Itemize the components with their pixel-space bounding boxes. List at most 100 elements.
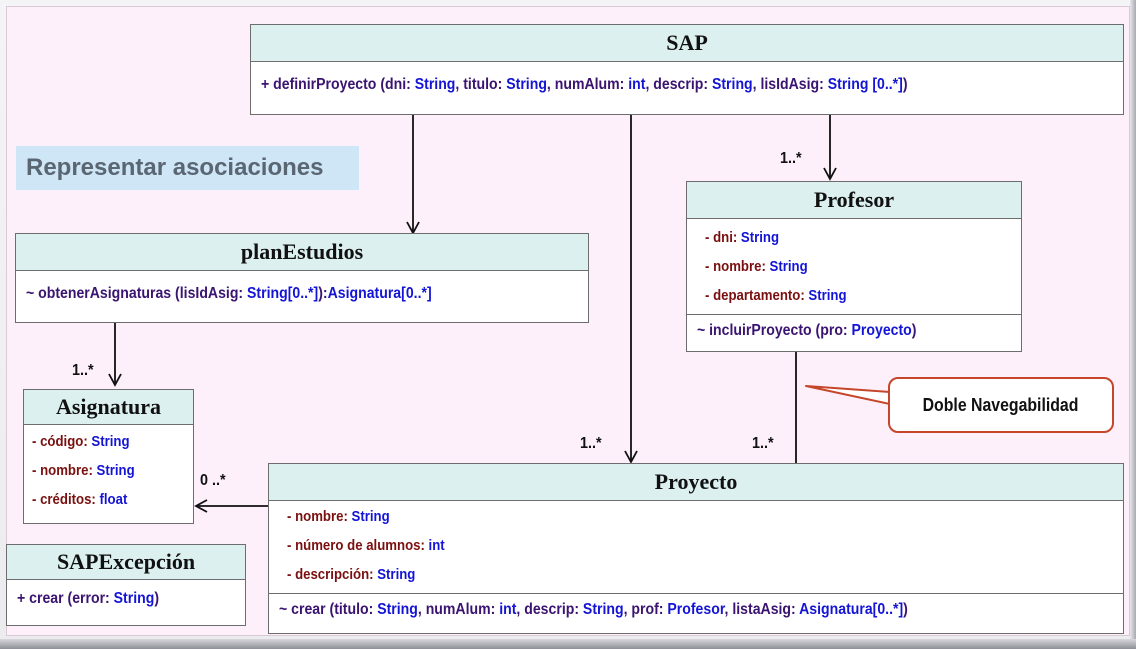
class-proyecto-attributes: - nombre: String- número de alumnos: int… (269, 501, 1123, 594)
class-asignatura-name: Asignatura (24, 390, 193, 425)
class-proyecto-name: Proyecto (269, 464, 1123, 501)
parameter-name: descrip: (653, 76, 712, 93)
operation-paren: ( (63, 590, 73, 607)
parameter-name: error: (72, 590, 114, 607)
class-asignatura[interactable]: Asignatura - código: String- nombre: Str… (23, 389, 194, 524)
operation-paren: ( (171, 285, 180, 302)
multiplicity-profesor-proyecto: 1..* (752, 435, 774, 452)
class-sapexcepcion-name: SAPExcepción (7, 545, 245, 580)
attribute-type: float (99, 491, 128, 508)
class-planestudios[interactable]: planEstudios ~ obtenerAsignaturas (lisId… (15, 233, 589, 323)
operation-name: + crear (17, 590, 64, 607)
operation-paren: ( (325, 601, 335, 618)
parameter-type: String (377, 601, 418, 618)
parameter-type: String (582, 601, 624, 618)
attribute-type: String (769, 258, 808, 275)
operation-definirproyecto: + definirProyecto (dni: String, titulo: … (261, 70, 1011, 99)
parameter-name: lisIdAsig: (760, 76, 828, 93)
proyecto-attribute: - nombre: String (287, 502, 1014, 531)
operation-paren: ) (911, 322, 917, 339)
parameter-type: String (113, 590, 155, 607)
parameter-name: descrip: (524, 601, 583, 618)
attribute-type: String (351, 508, 390, 525)
attribute-type: String (808, 287, 847, 304)
attribute-name: - nombre: (705, 258, 770, 275)
parameter-name: dni: (385, 76, 415, 93)
profesor-attribute: - dni: String (705, 223, 974, 252)
class-profesor[interactable]: Profesor - dni: String- nombre: String- … (686, 181, 1022, 352)
parameter-type: Proyecto (851, 322, 912, 339)
parameter-separator: , (455, 76, 464, 93)
parameter-name: listaAsig: (732, 601, 800, 618)
attribute-name: - departamento: (705, 287, 809, 304)
multiplicity-proyecto-asignatura: 0 ..* (200, 472, 226, 489)
operation-name: ~ crear (279, 601, 326, 618)
return-type: Asignatura[0..*] (327, 285, 432, 302)
multiplicity-sap-profesor: 1..* (780, 150, 802, 167)
class-sap-operations: + definirProyecto (dni: String, titulo: … (251, 62, 1123, 105)
parameter-separator: , (516, 601, 525, 618)
class-sapexcepcion[interactable]: SAPExcepción + crear (error: String) (6, 544, 246, 626)
asignatura-attribute: - créditos: float (32, 485, 165, 514)
parameter-name: titulo: (334, 601, 378, 618)
slide-title: Representar asociaciones (16, 146, 359, 190)
parameter-name: titulo: (463, 76, 507, 93)
parameter-name: lisIdAsig: (179, 285, 248, 302)
callout-text: Doble Navegabilidad (923, 395, 1079, 415)
class-profesor-name: Profesor (687, 182, 1021, 219)
parameter-type: int (499, 601, 517, 618)
operation-incluirproyecto: ~ incluirProyecto (pro: Proyecto) (697, 316, 973, 345)
operation-name: + definirProyecto (261, 76, 377, 93)
slide-shadow-bottom (0, 639, 1136, 649)
attribute-name: - descripción: (287, 566, 378, 583)
multiplicity-sap-proyecto: 1..* (580, 435, 602, 452)
parameter-separator: , (546, 76, 555, 93)
parameter-name: numAlum: (554, 76, 629, 93)
operation-name: ~ obtenerAsignaturas (26, 285, 172, 302)
parameter-type: String (506, 76, 547, 93)
class-sap[interactable]: SAP + definirProyecto (dni: String, titu… (250, 24, 1124, 115)
class-planestudios-operations: ~ obtenerAsignaturas (lisIdAsig: String[… (16, 271, 588, 314)
parameter-type: String (711, 76, 753, 93)
attribute-type: String (740, 229, 780, 246)
parameter-name: pro: (820, 322, 852, 339)
operation-paren: ) (903, 601, 908, 618)
parameter-type: String (414, 76, 456, 93)
attribute-type: String (96, 462, 135, 479)
operation-crear-excepcion: + crear (error: String) (17, 584, 209, 613)
attribute-type: String (91, 433, 130, 450)
parameter-separator: , (724, 601, 733, 618)
class-sapexcepcion-operations: + crear (error: String) (7, 580, 245, 619)
callout-pointer (805, 385, 891, 405)
profesor-attribute: - nombre: String (705, 252, 974, 281)
parameter-name: prof: (631, 601, 668, 618)
parameter-type: Profesor (667, 601, 725, 618)
slide-shadow-right (1130, 0, 1136, 649)
parameter-type: Asignatura[0..*] (799, 601, 904, 618)
proyecto-attribute: - descripción: String (287, 560, 1014, 589)
operation-paren: ) (154, 590, 160, 607)
class-sap-name: SAP (251, 25, 1123, 62)
class-profesor-operations: ~ incluirProyecto (pro: Proyecto) (687, 315, 1021, 345)
parameter-type: String[0..*] (247, 285, 319, 302)
parameter-type: int (628, 76, 646, 93)
operation-paren: ): (318, 285, 328, 302)
attribute-type: int (428, 537, 445, 554)
multiplicity-plan-asignatura: 1..* (72, 362, 94, 379)
operation-paren: ) (902, 76, 908, 93)
proyecto-attribute: - número de alumnos: int (287, 531, 1014, 560)
class-asignatura-attributes: - código: String- nombre: String- crédit… (24, 425, 193, 518)
attribute-type: String (377, 566, 416, 583)
parameter-separator: , (645, 76, 654, 93)
callout-doble-navegabilidad: Doble Navegabilidad (888, 377, 1114, 433)
operation-name: ~ incluirProyecto (697, 322, 812, 339)
class-proyecto[interactable]: Proyecto - nombre: String- número de alu… (268, 463, 1124, 634)
parameter-separator: , (752, 76, 761, 93)
operation-crear-proyecto: ~ crear (titulo: String, numAlum: int, d… (279, 595, 1013, 624)
operation-paren: ( (811, 322, 821, 339)
operation-obtenerasignaturas: ~ obtenerAsignaturas (lisIdAsig: String[… (26, 279, 512, 308)
profesor-attribute: - departamento: String (705, 281, 974, 310)
parameter-name: numAlum: (425, 601, 500, 618)
attribute-name: - créditos: (32, 491, 100, 508)
